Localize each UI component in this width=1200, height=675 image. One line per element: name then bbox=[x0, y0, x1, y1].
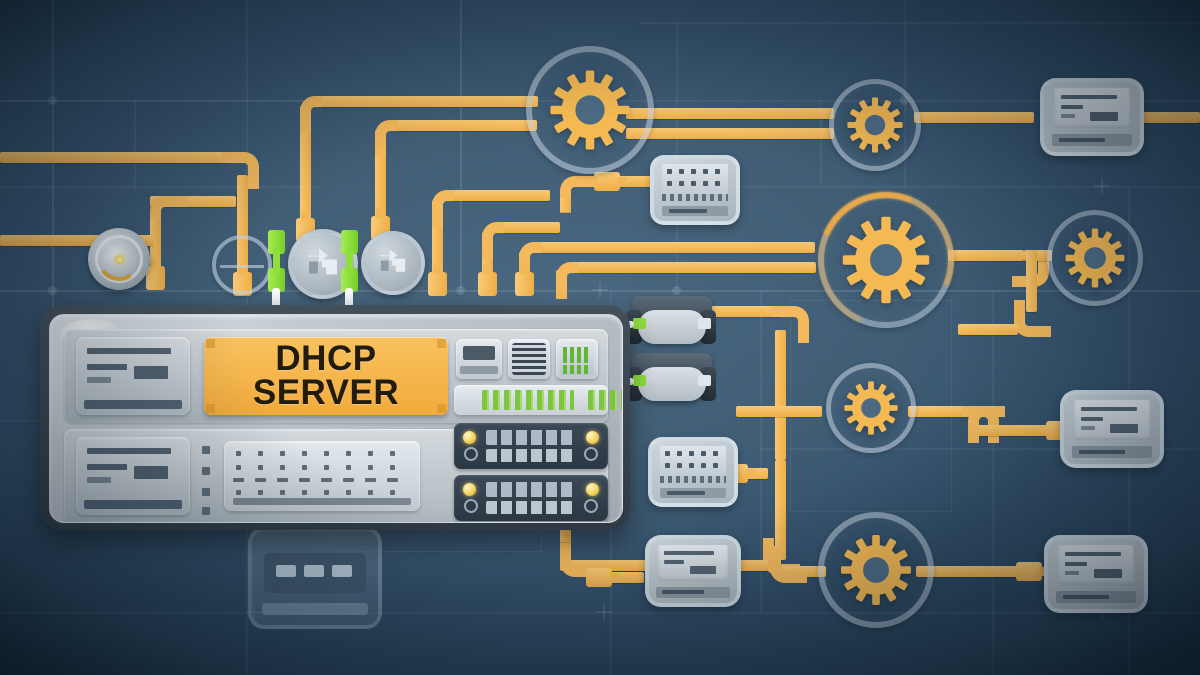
bay-slot-row-top bbox=[486, 430, 576, 445]
green-clip bbox=[633, 375, 646, 386]
ring-divider bbox=[220, 265, 264, 268]
device-screen bbox=[1074, 400, 1150, 440]
disc-device-node-2[interactable] bbox=[361, 231, 425, 295]
disc-glyph-icon bbox=[378, 248, 408, 279]
led-group-b bbox=[588, 390, 622, 410]
device-screen bbox=[1054, 88, 1130, 128]
gear-node-bottom[interactable] bbox=[818, 512, 934, 628]
led-status-strip bbox=[454, 385, 622, 415]
rack-capsule-module-lower[interactable] bbox=[562, 353, 716, 405]
green-indicator-module-icon[interactable] bbox=[556, 339, 598, 379]
capsule-body bbox=[638, 367, 706, 401]
device-screen bbox=[658, 545, 728, 581]
gear-node-mid-glowing[interactable] bbox=[818, 192, 954, 328]
gear-icon bbox=[839, 213, 933, 307]
capsule-body bbox=[638, 310, 706, 344]
card-foot bbox=[84, 400, 182, 409]
device-card-bottom-right[interactable] bbox=[1044, 535, 1148, 613]
printer-module-icon[interactable] bbox=[456, 339, 502, 379]
patch-switch-middle[interactable] bbox=[648, 437, 738, 507]
bay-led-left bbox=[463, 431, 476, 444]
green-connector-clip-right[interactable] bbox=[341, 230, 358, 292]
bay-port-right bbox=[584, 447, 598, 461]
green-connector-clip-left[interactable] bbox=[268, 230, 285, 292]
led-group-a bbox=[482, 390, 574, 410]
bay-slot-row-bottom bbox=[486, 449, 576, 462]
gear-node-right[interactable] bbox=[1047, 210, 1143, 306]
green-clip bbox=[698, 375, 711, 386]
patch-bay-bottom[interactable] bbox=[454, 475, 608, 521]
patch-bay-top[interactable] bbox=[454, 423, 608, 469]
bay-slot-row-bottom bbox=[486, 501, 576, 514]
gear-node-top-large[interactable] bbox=[526, 46, 654, 174]
keypad-base-bar bbox=[233, 498, 411, 505]
gear-node-top-small[interactable] bbox=[829, 79, 921, 171]
patch-switch-top[interactable] bbox=[650, 155, 740, 225]
empty-ring-node[interactable] bbox=[212, 235, 272, 295]
device-base bbox=[1052, 134, 1132, 146]
bay-port-right bbox=[584, 499, 598, 513]
green-clip bbox=[633, 318, 646, 329]
switch-base bbox=[662, 206, 728, 216]
rack-capsule-module-upper[interactable] bbox=[562, 296, 716, 348]
indicator-dial-node[interactable] bbox=[88, 228, 150, 290]
bay-led-left bbox=[463, 483, 476, 496]
card-foot bbox=[84, 500, 182, 509]
switch-ports bbox=[662, 194, 728, 201]
disc-glyph-icon bbox=[306, 247, 340, 282]
green-clip bbox=[698, 318, 711, 329]
gear-node-mid-lower[interactable] bbox=[826, 363, 916, 453]
gear-icon bbox=[1063, 226, 1127, 290]
bay-led-right bbox=[586, 483, 599, 496]
switch-base bbox=[660, 488, 726, 498]
device-card-mid-right[interactable] bbox=[1060, 390, 1164, 468]
switch-ports bbox=[660, 476, 726, 483]
green-leds bbox=[560, 343, 594, 375]
port-keypad-panel[interactable] bbox=[224, 441, 420, 511]
vent-grill-module-icon[interactable] bbox=[508, 339, 550, 379]
device-card-bottom-center[interactable] bbox=[645, 535, 741, 607]
bay-port-left bbox=[464, 499, 478, 513]
ghost-device-under-server bbox=[248, 527, 382, 629]
bay-led-right bbox=[586, 431, 599, 444]
switch-face bbox=[660, 446, 726, 476]
gear-icon bbox=[838, 532, 914, 608]
device-base bbox=[1056, 591, 1136, 603]
grill-pattern bbox=[512, 343, 546, 375]
device-base bbox=[1072, 446, 1152, 458]
dhcp-label-line2: SERVER bbox=[252, 373, 400, 412]
info-card-bottom[interactable] bbox=[76, 437, 190, 515]
switch-face bbox=[662, 164, 728, 194]
bay-slot-row-top bbox=[486, 482, 576, 497]
gear-icon bbox=[845, 95, 905, 155]
gear-icon bbox=[547, 67, 633, 153]
info-card-top[interactable] bbox=[76, 337, 190, 415]
dial-center-led bbox=[114, 254, 124, 264]
gear-icon bbox=[842, 379, 900, 437]
device-base bbox=[656, 587, 730, 598]
device-screen bbox=[1058, 545, 1134, 585]
bay-port-left bbox=[464, 447, 478, 461]
device-card-top-right[interactable] bbox=[1040, 78, 1144, 156]
